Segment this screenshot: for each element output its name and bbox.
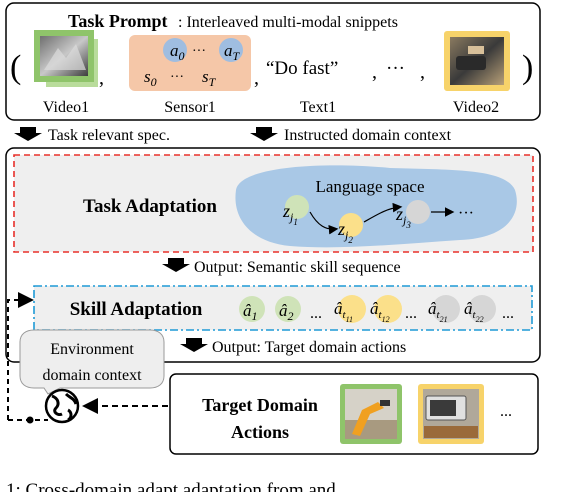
open-paren: ( xyxy=(10,49,21,86)
target-domain-line1: Target Domain xyxy=(202,395,318,415)
z3-label: zj3 xyxy=(395,204,411,230)
instructed-domain-context-label: Instructed domain context xyxy=(284,127,452,144)
skill-adaptation-title: Skill Adaptation xyxy=(70,299,203,320)
z1-node xyxy=(285,195,309,219)
video1-label: Video1 xyxy=(43,99,89,116)
figure-caption: 1: Cross-domain adapt adaptation from an… xyxy=(6,480,336,492)
z2-label: zj2 xyxy=(337,219,353,245)
a1-label: â1 xyxy=(243,301,258,323)
video2-thumbnail xyxy=(444,31,510,91)
at22-label: ât22 xyxy=(464,299,484,324)
comma-3: , xyxy=(372,61,377,83)
task-prompt-box: Task Prompt : Interleaved multi-modal sn… xyxy=(5,2,541,121)
output1-arrow-icon xyxy=(162,258,190,272)
z3-node xyxy=(406,200,430,224)
comma-4: , xyxy=(420,61,425,83)
at11-node xyxy=(338,295,366,323)
task-adaptation-box: Task Adaptation Language space zj1 zj2 z… xyxy=(13,154,534,253)
target-domain-line2: Actions xyxy=(231,422,289,442)
comma-1: , xyxy=(99,67,104,89)
environment-label-line2: domain context xyxy=(42,367,142,384)
globe-icon xyxy=(44,388,80,424)
skill-dots-1: ... xyxy=(310,305,322,322)
at11-label: ât11 xyxy=(334,299,353,324)
a2-label: â2 xyxy=(279,301,294,323)
language-space-blob xyxy=(235,165,517,248)
sensor1-block: a0 ··· aT s0 ··· sT xyxy=(129,35,251,91)
target-domain-actions-box: Target Domain Actions ... xyxy=(169,373,539,455)
at12-label: ât12 xyxy=(370,299,390,324)
sensor1-label: Sensor1 xyxy=(164,99,216,116)
output-target-actions-label: Output: Target domain actions xyxy=(212,339,406,356)
sensor-dots-top: ··· xyxy=(192,44,206,59)
skill-adaptation-box: Skill Adaptation â1 â2 ... ât11 ât12 ...… xyxy=(33,285,533,331)
prompt-ellipsis: ··· xyxy=(386,58,405,79)
video2-label: Video2 xyxy=(453,99,499,116)
z-tail-ellipsis: ··· xyxy=(458,205,474,222)
a1-node xyxy=(239,296,265,322)
down-arrow-left-icon xyxy=(14,127,42,141)
task-prompt-subtitle: : Interleaved multi-modal snippets xyxy=(178,14,398,31)
feedback-dashed-arrow xyxy=(7,292,34,420)
skill-dots-2: ... xyxy=(405,305,417,322)
target-ellipsis: ... xyxy=(500,403,512,420)
task-prompt-title: Task Prompt xyxy=(68,11,168,31)
environment-context: Environment domain context xyxy=(19,329,165,395)
skill-dots-3: ... xyxy=(502,305,514,322)
sensor-a0: a0 xyxy=(170,41,185,63)
task-relevant-spec-label: Task relevant spec. xyxy=(48,127,170,144)
a2-node xyxy=(275,296,301,322)
at21-label: ât21 xyxy=(428,299,448,324)
down-arrow-right-icon xyxy=(250,127,278,141)
feedback-dot xyxy=(26,416,34,424)
task-adaptation-title: Task Adaptation xyxy=(83,196,217,217)
at12-node xyxy=(374,295,402,323)
sensor-sT: sT xyxy=(202,67,217,89)
z1-to-z2-arrow xyxy=(309,211,339,235)
sensor-aT: aT xyxy=(224,41,241,63)
target-robot-image xyxy=(340,384,402,444)
output-semantic-skill-label: Output: Semantic skill sequence xyxy=(194,259,401,276)
spec-arrows: Task relevant spec. Instructed domain co… xyxy=(14,127,452,144)
z2-node xyxy=(339,213,363,237)
z1-label: zj1 xyxy=(282,201,298,227)
sensor-s0: s0 xyxy=(144,67,157,89)
text1-quote: “Do fast” xyxy=(266,58,338,79)
environment-label-line1: Environment xyxy=(50,341,134,358)
close-paren: ) xyxy=(522,49,533,86)
at21-node xyxy=(432,295,460,323)
z2-to-z3-arrow xyxy=(363,202,403,223)
language-space-label: Language space xyxy=(315,177,424,196)
comma-2: , xyxy=(254,67,259,89)
video1-thumbnail xyxy=(34,30,98,87)
text1-label: Text1 xyxy=(300,99,336,116)
output2-arrow-icon xyxy=(180,338,208,352)
sensor-dots-bottom: ··· xyxy=(170,70,184,85)
target-kitchen-image xyxy=(418,384,484,444)
at22-node xyxy=(468,295,496,323)
